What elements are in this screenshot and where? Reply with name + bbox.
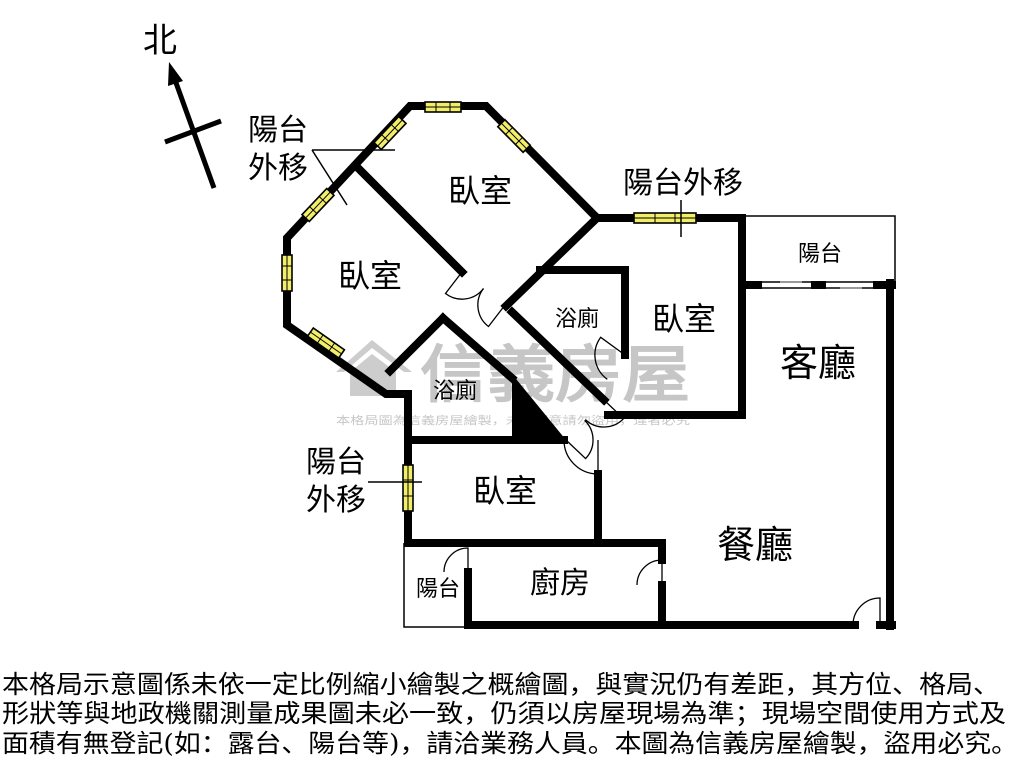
window bbox=[424, 101, 462, 113]
corridor-east-wall bbox=[506, 306, 610, 406]
annotation-pointers bbox=[311, 149, 682, 483]
compass: 北 bbox=[143, 21, 222, 189]
room-label-bedroom-left: 臥室 bbox=[338, 257, 402, 295]
disclaimer-line-1: 本格局示意圖係未依一定比例縮小繪製之概繪圖，與實況仍有差距，其方位、格局、 bbox=[2, 670, 1000, 699]
door-kitchen-balcony bbox=[443, 547, 469, 573]
sliding-door bbox=[738, 281, 896, 289]
room-label-bathroom-upper: 浴廁 bbox=[555, 307, 599, 332]
bathroom-upper-wall bbox=[536, 266, 629, 359]
annotation-balcony-moved-top-right: 陽台外移 bbox=[623, 166, 743, 201]
door-corridor-north bbox=[444, 271, 506, 328]
room-label-bedroom-right: 臥室 bbox=[652, 300, 716, 338]
room-label-bedroom-bottom: 臥室 bbox=[473, 472, 537, 510]
room-label-dining-room: 餐廳 bbox=[717, 523, 793, 567]
disclaimer: 本格局示意圖係未依一定比例縮小繪製之概繪圖，與實況仍有差距，其方位、格局、 形狀… bbox=[2, 670, 1018, 758]
balcony-bottom-left-outline bbox=[403, 543, 468, 628]
window bbox=[306, 326, 346, 360]
outer-wall-north bbox=[283, 102, 746, 398]
window bbox=[496, 118, 532, 154]
bedroom-top-east-wall bbox=[500, 212, 603, 312]
window bbox=[300, 187, 336, 223]
duct-shaft bbox=[512, 374, 566, 440]
balcony-right-outline bbox=[742, 215, 896, 283]
bedroom-divider-wall bbox=[352, 162, 468, 278]
room-label-balcony-bottom-left: 陽台 bbox=[416, 577, 460, 602]
north-label: 北 bbox=[143, 21, 177, 61]
window bbox=[281, 254, 293, 292]
watermark-logo-icon bbox=[336, 340, 412, 396]
door-bedroom-bottom bbox=[563, 439, 599, 475]
door-corridor-south bbox=[565, 399, 625, 460]
window bbox=[402, 464, 414, 512]
room-label-balcony-right: 陽台 bbox=[798, 242, 842, 267]
annotation-balcony-moved-left-1: 陽台 bbox=[306, 445, 366, 480]
room-label-kitchen: 廚房 bbox=[530, 566, 590, 601]
disclaimer-line-3: 面積有無登記(如：露台、陽台等)，請洽業務人員。本圖為信義房屋繪製，盜用必究。 bbox=[2, 729, 1018, 758]
room-label-bathroom-lower: 浴廁 bbox=[433, 379, 477, 404]
bathroom-lower-wall bbox=[384, 312, 449, 377]
disclaimer-line-2: 形狀等與地政機關測量成果圖未必一致，仍須以房屋現場為準；現場空間使用方式及 bbox=[2, 699, 1006, 728]
annotation-balcony-moved-left-2: 外移 bbox=[306, 483, 366, 518]
north-arrow-icon bbox=[168, 62, 183, 86]
room-label-living-room: 客廳 bbox=[780, 341, 856, 385]
north-arrow-shaft bbox=[172, 79, 217, 189]
door-bathroom-upper bbox=[594, 336, 626, 380]
window bbox=[372, 115, 408, 151]
door-entrance bbox=[852, 597, 881, 626]
annotation-balcony-moved-top-left-1: 陽台 bbox=[248, 113, 308, 148]
room-label-bedroom-top: 臥室 bbox=[448, 172, 512, 210]
corridor-west-wall bbox=[437, 312, 518, 384]
annotation-balcony-moved-top-left-2: 外移 bbox=[248, 151, 308, 186]
window bbox=[633, 212, 697, 224]
compass-crossbar bbox=[164, 118, 222, 145]
door-kitchen-dining bbox=[636, 559, 663, 586]
